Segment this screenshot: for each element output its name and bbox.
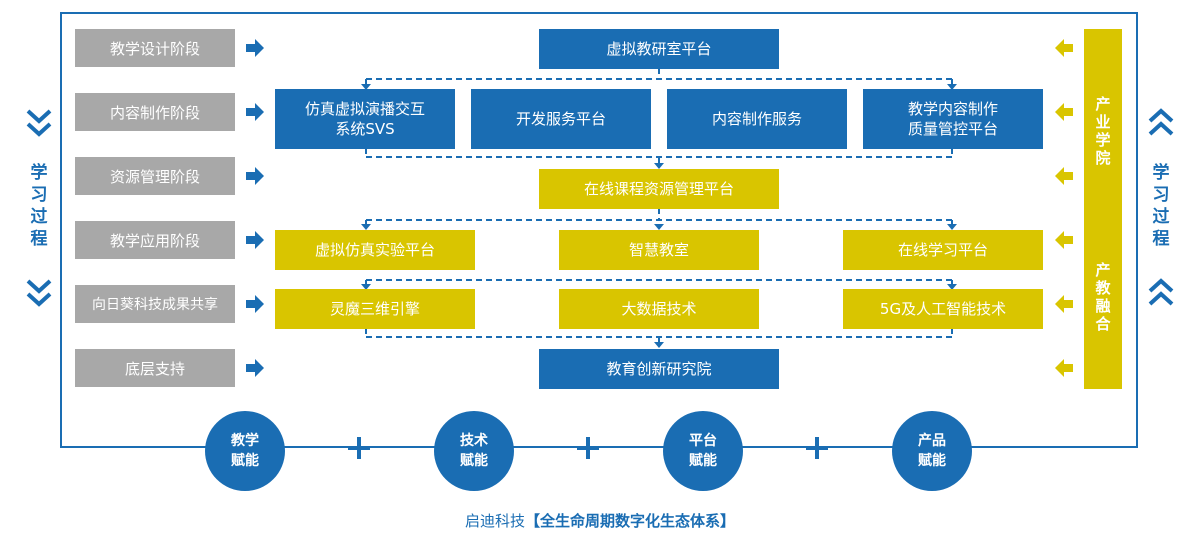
arrow-right-icon [246, 103, 264, 121]
arrow-left-icon [1055, 295, 1073, 313]
quality-control-platform-box: 教学内容制作 质量管控平台 [863, 89, 1043, 149]
product-empowerment-circle: 产品 赋能 [892, 411, 972, 491]
chevron-down-icon [26, 279, 52, 307]
chevron-up-icon [1148, 278, 1174, 306]
diagram-frame [60, 12, 1138, 448]
virtual-teaching-lab-box: 虚拟教研室平台 [539, 29, 779, 69]
arrow-left-icon [1055, 39, 1073, 57]
big-data-box: 大数据技术 [559, 289, 759, 329]
platform-empowerment-circle: 平台 赋能 [663, 411, 743, 491]
smart-classroom-box: 智慧教室 [559, 230, 759, 270]
5g-ai-box: 5G及人工智能技术 [843, 289, 1043, 329]
arrow-right-icon [246, 295, 264, 313]
3d-engine-box: 灵魔三维引擎 [275, 289, 475, 329]
learning-process-label-right: 学习过程 [1152, 163, 1170, 249]
content-production-service-box: 内容制作服务 [667, 89, 847, 149]
dev-service-platform-box: 开发服务平台 [471, 89, 651, 149]
stage-teaching-application: 教学应用阶段 [75, 221, 235, 259]
arrow-left-icon [1055, 359, 1073, 377]
virtual-sim-lab-box: 虚拟仿真实验平台 [275, 230, 475, 270]
chevron-down-icon [26, 109, 52, 137]
plus-icon [577, 437, 599, 459]
arrow-left-icon [1055, 167, 1073, 185]
stage-resource-management: 资源管理阶段 [75, 157, 235, 195]
arrow-left-icon [1055, 231, 1073, 249]
industry-college-label: 产业学院 [1095, 95, 1111, 167]
industry-sidebar: 产业学院 产教融合 [1084, 29, 1122, 389]
diagram-caption: 启迪科技【全生命周期数字化生态体系】 [0, 510, 1200, 531]
stage-teaching-design: 教学设计阶段 [75, 29, 235, 67]
stage-content-production: 内容制作阶段 [75, 93, 235, 131]
stage-achievement-sharing: 向日葵科技成果共享 [75, 285, 235, 323]
arrow-right-icon [246, 231, 264, 249]
course-resource-platform-box: 在线课程资源管理平台 [539, 169, 779, 209]
online-learning-platform-box: 在线学习平台 [843, 230, 1043, 270]
caption-title: 【全生命周期数字化生态体系】 [525, 512, 736, 530]
education-institute-box: 教育创新研究院 [539, 349, 779, 389]
arrow-right-icon [246, 167, 264, 185]
technology-empowerment-circle: 技术 赋能 [434, 411, 514, 491]
chevron-up-icon [1148, 108, 1174, 136]
arrow-right-icon [246, 39, 264, 57]
arrow-left-icon [1055, 103, 1073, 121]
learning-process-label-left: 学习过程 [30, 163, 48, 249]
industry-education-label: 产教融合 [1095, 261, 1111, 333]
plus-icon [348, 437, 370, 459]
plus-icon [806, 437, 828, 459]
svs-system-box: 仿真虚拟演播交互 系统SVS [275, 89, 455, 149]
caption-brand: 启迪科技 [464, 512, 525, 530]
stage-infrastructure: 底层支持 [75, 349, 235, 387]
arrow-right-icon [246, 359, 264, 377]
teaching-empowerment-circle: 教学 赋能 [205, 411, 285, 491]
